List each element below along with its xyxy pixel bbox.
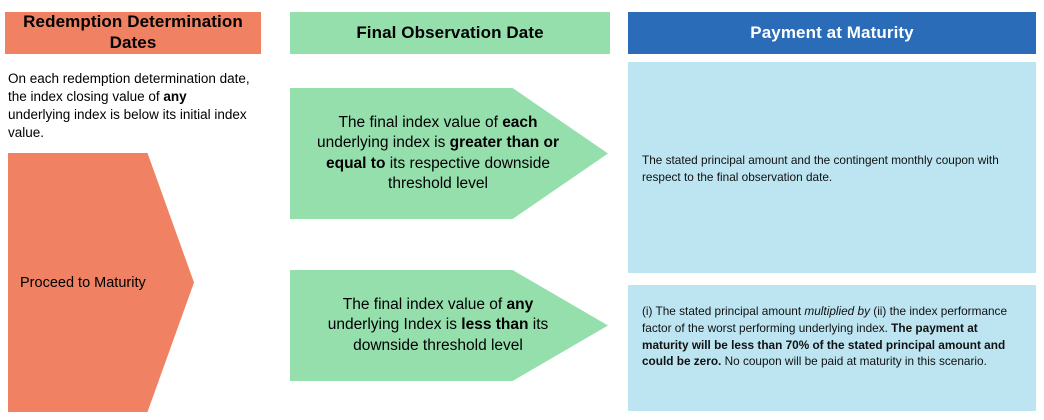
outcome-panel-1-text: The stated principal amount and the cont… [642,152,999,184]
condition-arrow-less-than-text: The final index value of any underlying … [313,295,563,355]
proceed-to-maturity-label: Proceed to Maturity [20,274,146,291]
cond2-part3: its downside threshold level [353,316,549,354]
redemption-desc-prefix: On each redemption determination date, t… [8,71,250,104]
outcome2-part1: (i) The stated principal amount [642,304,805,318]
redemption-desc-emphasis: any [163,88,187,104]
column-header-observation-label: Final Observation Date [356,22,544,42]
redemption-desc-suffix: underlying index is below its initial in… [8,106,247,140]
column-header-final-observation-date: Final Observation Date [290,12,610,54]
outcome2-part3: No coupon will be paid at maturity in th… [721,354,987,369]
cond1-bold1: each [502,114,538,132]
outcome2-italic1: multiplied by [804,304,870,318]
redemption-condition-description: On each redemption determination date, t… [8,70,252,142]
column-header-payment-at-maturity: Payment at Maturity [628,12,1036,54]
condition-arrow-greater-or-equal-text: The final index value of each underlying… [313,113,563,194]
cond2-bold1: any [506,296,534,314]
cond1-part1: The final index value of [338,114,503,132]
condition-arrow-less-than: The final index value of any underlying … [290,270,608,381]
cond1-part3: its respective downside threshold level [385,154,550,192]
column-header-redemption-label: Redemption Determination Dates [23,12,243,52]
column-header-payment-label: Payment at Maturity [750,22,914,42]
cond2-bold2: less than [461,316,529,334]
cond2-part2: underlying Index is [327,316,462,334]
outcome-panel-full-principal-plus-coupon: The stated principal amount and the cont… [628,62,1036,273]
condition-arrow-greater-or-equal: The final index value of each underlying… [290,88,608,219]
outcome2-bold1: The payment at maturity will be less tha… [642,320,1006,369]
cond1-part2: underlying index is [316,134,450,152]
cond1-bold2: greater than or equal to [326,134,560,172]
outcome-panel-principal-times-performance-factor: (i) The stated principal amount multipli… [628,285,1036,411]
cond2-part1: The final index value of [342,296,507,314]
column-header-redemption-determination-dates: Redemption Determination Dates [5,12,261,54]
outcome2-part2: (ii) the index performance factor of the… [642,304,1008,335]
proceed-to-maturity-arrow: Proceed to Maturity [8,153,194,412]
outcome-panel-2-text: (i) The stated principal amount multipli… [628,285,1036,370]
